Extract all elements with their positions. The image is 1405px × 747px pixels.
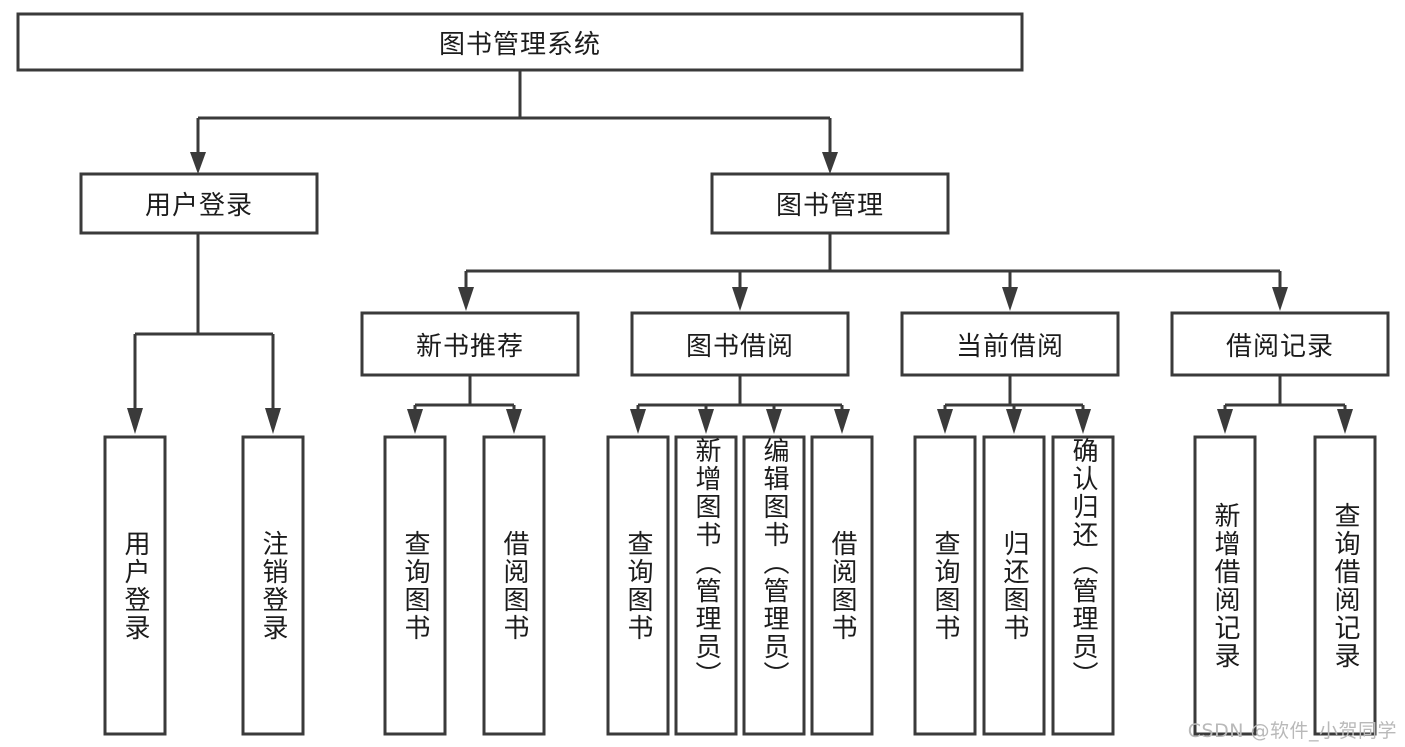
arrow-head-icon <box>698 409 714 434</box>
node-box-borrow-record[interactable] <box>1170 311 1390 377</box>
connector-group-root <box>190 70 838 174</box>
node-box-new-book-rec[interactable] <box>360 311 580 377</box>
arrow-head-icon <box>458 287 474 311</box>
node-box-logout-leaf[interactable] <box>241 435 305 736</box>
connector-group-current-borrow <box>937 375 1091 434</box>
node-box-root[interactable] <box>16 12 1024 72</box>
node-box-user-login[interactable] <box>79 172 319 235</box>
node-box-user-login-leaf[interactable] <box>103 435 167 736</box>
arrow-head-icon <box>190 152 206 174</box>
arrow-head-icon <box>937 409 953 434</box>
connector-group-new-book-rec <box>407 375 522 434</box>
arrow-head-icon <box>822 152 838 174</box>
arrow-head-icon <box>407 409 423 434</box>
arrow-head-icon <box>732 287 748 311</box>
node-box-borrow-book-b[interactable] <box>810 435 874 736</box>
node-box-query-record[interactable] <box>1313 435 1377 736</box>
arrow-head-icon <box>1272 287 1288 311</box>
node-box-query-book-a[interactable] <box>383 435 447 736</box>
node-box-borrow-book-a[interactable] <box>482 435 546 736</box>
node-box-book-borrow[interactable] <box>630 311 850 377</box>
arrow-head-icon <box>127 408 143 434</box>
arrow-head-icon <box>766 409 782 434</box>
node-box-add-book[interactable] <box>674 435 738 736</box>
arrow-head-icon <box>1075 409 1091 434</box>
node-box-add-record[interactable] <box>1193 435 1257 736</box>
node-box-confirm-return[interactable] <box>1051 435 1115 736</box>
arrow-head-icon <box>1217 409 1233 434</box>
connector-group-borrow-record <box>1217 375 1353 434</box>
node-box-query-book-c[interactable] <box>913 435 977 736</box>
node-box-current-borrow[interactable] <box>900 311 1120 377</box>
node-box-query-book-b[interactable] <box>606 435 670 736</box>
arrow-head-icon <box>630 409 646 434</box>
node-box-return-book[interactable] <box>982 435 1046 736</box>
arrow-head-icon <box>1006 409 1022 434</box>
node-box-edit-book[interactable] <box>742 435 806 736</box>
arrow-head-icon <box>1002 287 1018 311</box>
arrow-head-icon <box>506 409 522 434</box>
connector-group-book-manage <box>458 233 1288 311</box>
connector-group-user-login <box>127 233 281 434</box>
connector-group-book-borrow <box>630 375 850 434</box>
node-box-book-manage[interactable] <box>710 172 950 235</box>
arrow-head-icon <box>265 408 281 434</box>
arrow-head-icon <box>1337 409 1353 434</box>
arrow-head-icon <box>834 409 850 434</box>
